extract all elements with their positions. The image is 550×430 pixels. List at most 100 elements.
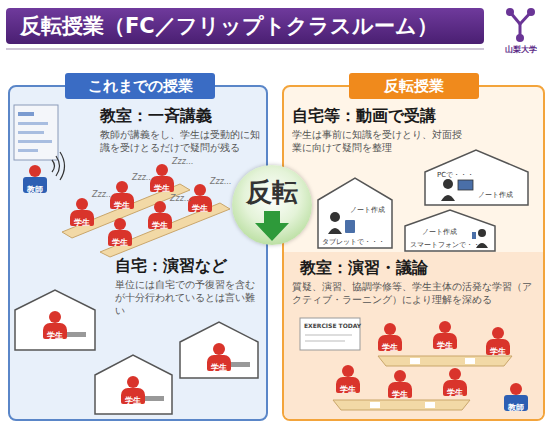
figure-head (394, 370, 406, 382)
student-label: 学生 (382, 343, 398, 352)
title-rule (6, 48, 484, 50)
logo-bond (519, 24, 522, 38)
student-figure: 学生 (486, 327, 510, 357)
student-figure: 学生 (110, 181, 134, 211)
figure-head (156, 164, 168, 176)
figure-body: 学生 (108, 230, 132, 246)
scene-description: 単位には自宅での予復習を含むが十分行われているとは言い難い (115, 278, 263, 317)
figure-body: 学生 (336, 377, 360, 393)
figure-head (449, 368, 461, 380)
title-band: 反転授業（FC／フリップトクラスルーム） (6, 8, 484, 44)
sleep-mark: Zzz... (172, 157, 194, 166)
device-note: スマートフォンで・・・ (410, 240, 487, 250)
figure-head (439, 321, 451, 333)
figure-head (510, 383, 522, 395)
logo-bond (510, 12, 520, 24)
sleep-mark: Zzz... (92, 190, 114, 199)
logo-bond (520, 12, 531, 24)
figure-body: 教師 (23, 177, 47, 193)
scene-heading: 自宅：演習など (115, 256, 265, 276)
device-note: ノート作成 (478, 190, 513, 200)
figure-body: 学生 (150, 176, 174, 192)
figure-body: 学生 (188, 196, 212, 212)
student-label: 学生 (154, 184, 170, 193)
student-label: 学生 (211, 363, 227, 372)
logo-atom (516, 34, 524, 42)
scene-heading: 自宅等：動画で受講 (292, 106, 522, 126)
sleep-mark: Zzz... (170, 194, 192, 203)
figure-body: 学生 (486, 339, 510, 355)
scene-section: 教室：演習・議論質疑、演習、協調学修等、学生主体の活発な学習（アクティブ・ラーニ… (284, 252, 543, 419)
sleep-mark: Zzz... (132, 173, 154, 182)
flip-circle: 反転 (232, 165, 312, 245)
student-label: 学生 (114, 201, 130, 210)
figure-body: 学生 (70, 210, 94, 226)
figure-body: 学生 (110, 193, 134, 209)
student-label: 学生 (125, 396, 141, 405)
figure-body: 学生 (443, 380, 467, 396)
student-figure: 学生 (150, 164, 174, 194)
sleep-mark: Zzz... (210, 177, 232, 186)
teacher-figure: 教師 (23, 165, 47, 195)
board-text: EXERCISE TODAY (304, 322, 361, 329)
figure-head (127, 376, 139, 388)
figure-head (154, 201, 166, 213)
scene-description: 学生は事前に知識を受けとり、対面授業に向けて疑問を整理 (292, 128, 467, 154)
student-figure: 学生 (70, 198, 94, 228)
figure-body: 学生 (121, 388, 145, 404)
figure-head (114, 218, 126, 230)
student-label: 学生 (447, 388, 463, 397)
flip-arrow (255, 211, 289, 241)
student-label: 学生 (392, 390, 408, 399)
figure-body: 学生 (388, 382, 412, 398)
student-label: 学生 (152, 221, 168, 230)
figure-head (492, 327, 504, 339)
device-note: PCで・・・ (437, 170, 474, 180)
student-figure: 学生 (378, 323, 402, 353)
figure-body: 学生 (148, 213, 172, 229)
student-figure: 学生 (207, 343, 231, 373)
figure-body: 学生 (43, 323, 67, 339)
panel-heading: 反転授業 (349, 73, 479, 99)
figure-head (116, 181, 128, 193)
student-label: 学生 (192, 204, 208, 213)
student-label: 学生 (112, 238, 128, 247)
student-label: 学生 (340, 385, 356, 394)
teacher-label: 教師 (27, 185, 43, 194)
student-figure: 学生 (443, 368, 467, 398)
scene-section: 自宅等：動画で受講学生は事前に知識を受けとり、対面授業に向けて疑問を整理 (284, 100, 543, 250)
flip-label: 反転 (232, 177, 312, 207)
student-label: 学生 (490, 347, 506, 356)
student-figure: 学生 (43, 311, 67, 341)
student-figure: 学生 (433, 321, 457, 351)
panel-heading: これまでの授業 (65, 73, 215, 99)
device-note: ノート作成 (350, 205, 385, 215)
scene-heading: 教室：演習・議論 (300, 258, 530, 278)
figure-head (384, 323, 396, 335)
figure-body: 学生 (378, 335, 402, 351)
figure-body: 学生 (433, 333, 457, 349)
figure-head (213, 343, 225, 355)
figure-head (194, 184, 206, 196)
scene-description: 教師が講義をし、学生は受動的に知識を受けとるだけで疑問が残る (100, 128, 265, 154)
student-label: 学生 (47, 331, 63, 340)
scene-description: 質疑、演習、協調学修等、学生主体の活発な学習（アクティブ・ラーニング）により理解… (292, 280, 537, 306)
student-label: 学生 (437, 341, 453, 350)
logo-atom (527, 8, 535, 16)
student-label: 学生 (74, 218, 90, 227)
teacher-label: 教師 (508, 403, 524, 412)
student-figure: 学生 (388, 370, 412, 400)
figure-head (342, 365, 354, 377)
figure-body: 教師 (504, 395, 528, 411)
figure-head (49, 311, 61, 323)
student-figure: 学生 (188, 184, 212, 214)
student-figure: 学生 (108, 218, 132, 248)
figure-body: 学生 (207, 355, 231, 371)
slide-title: 反転授業（FC／フリップトクラスルーム） (20, 8, 438, 44)
scene-heading: 教室：一斉講義 (100, 106, 265, 126)
university-name: 山梨大学 (505, 44, 537, 55)
logo-atom (506, 8, 514, 16)
teacher-figure: 教師 (504, 383, 528, 413)
student-figure: 学生 (336, 365, 360, 395)
